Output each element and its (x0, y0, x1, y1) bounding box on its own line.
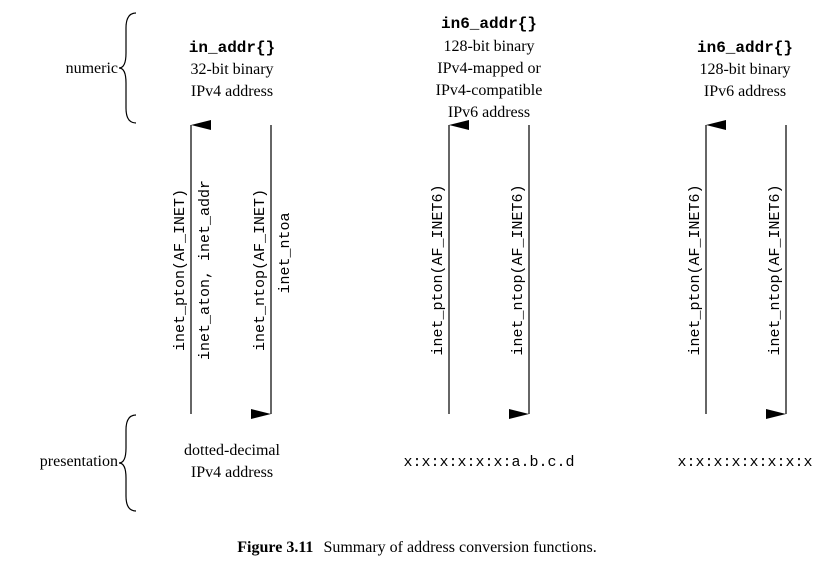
mapped-presentation: x:x:x:x:x:x:a.b.c.d (403, 454, 574, 471)
ipv4-presentation-line2: IPv4 address (191, 464, 273, 481)
ipv6-pton-label: inet_pton(AF_INET6) (687, 184, 704, 355)
figure-caption-text: Summary of address conversion functions. (323, 539, 596, 556)
mapped-numeric-line4: IPv6 address (448, 104, 530, 121)
mapped-ntop-label: inet_ntop(AF_INET6) (510, 184, 527, 355)
figure-caption: Figure 3.11 Summary of address conversion… (237, 539, 596, 556)
mapped-pton-label: inet_pton(AF_INET6) (430, 184, 447, 355)
ipv4-presentation-line1: dotted-decimal (184, 442, 281, 459)
ipv6-numeric-line2: IPv6 address (704, 83, 786, 100)
mapped-numeric-line3: IPv4-compatible (436, 82, 543, 99)
ipv4-ntop-label: inet_ntop(AF_INET) (252, 189, 269, 351)
ipv4-ntoa-label: inet_ntoa (277, 212, 294, 293)
numeric-row-label: numeric (66, 60, 118, 77)
mapped-numeric-line2: IPv4-mapped or (437, 60, 541, 77)
ipv6-numeric-type: in6_addr{} (697, 39, 793, 57)
mapped-numeric-line1: 128-bit binary (443, 38, 534, 55)
ipv4-pton-label: inet_pton(AF_INET) (172, 189, 189, 351)
ipv4-aton-addr-label: inet_aton, inet_addr (197, 180, 214, 360)
ipv4-numeric-type: in_addr{} (189, 39, 275, 57)
figure-number: Figure 3.11 (237, 539, 313, 556)
numeric-brace (118, 12, 137, 124)
ipv6-ntop-label: inet_ntop(AF_INET6) (767, 184, 784, 355)
ipv6-presentation: x:x:x:x:x:x:x:x (677, 454, 812, 471)
presentation-row-label: presentation (40, 453, 118, 470)
ipv4-numeric-line1: 32-bit binary (190, 61, 273, 78)
presentation-brace (118, 414, 137, 512)
mapped-numeric-type: in6_addr{} (441, 15, 537, 33)
ipv6-numeric-line1: 128-bit binary (699, 61, 790, 78)
ipv4-numeric-line2: IPv4 address (191, 83, 273, 100)
